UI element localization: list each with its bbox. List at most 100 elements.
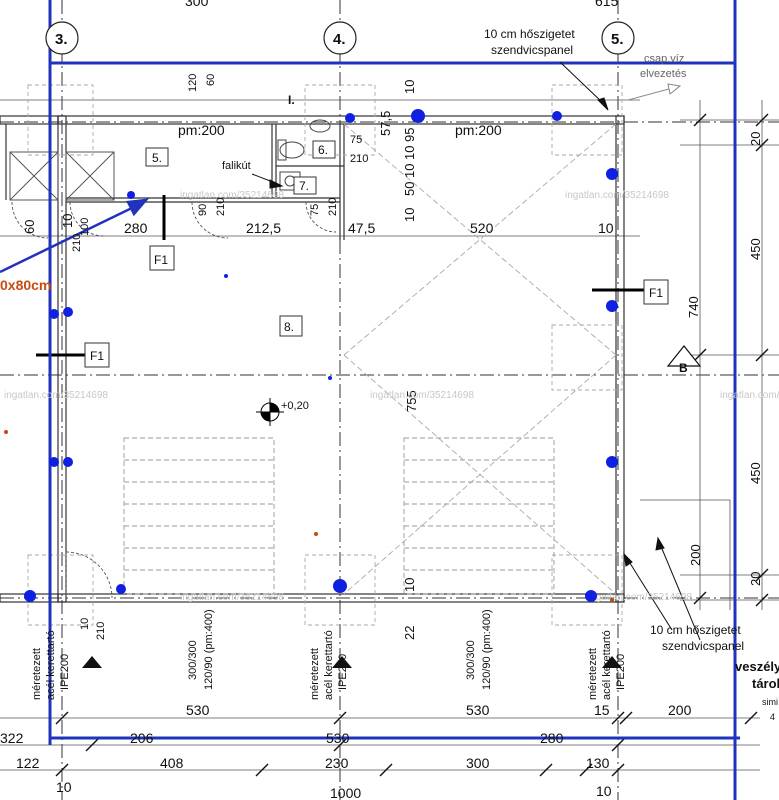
dim-740: 740	[686, 296, 701, 318]
row1-200: 200	[668, 702, 692, 718]
watermark-6: ingatlan.com/35214698	[180, 592, 284, 603]
watermark-3: ingatlan.com/35214698	[4, 390, 108, 401]
shower-trays	[9, 151, 115, 201]
room-6-label: 6.	[318, 143, 328, 157]
row3-408: 408	[160, 755, 184, 771]
axis-bubbles	[45, 21, 635, 55]
blue-dots	[24, 109, 618, 602]
dim-210d: 210	[327, 198, 339, 216]
leader-lines	[251, 61, 701, 641]
top-left-dim: 300	[185, 0, 209, 9]
section-f1-left: F1	[90, 349, 104, 363]
level-label: +0,20	[281, 400, 309, 412]
orange-dots	[4, 430, 614, 602]
beam-left-2: acél kerettartó	[45, 630, 57, 700]
opening1-b: 120/90 (pm:400)	[203, 609, 215, 690]
blue-arrows	[0, 198, 150, 274]
pipe-arrow	[627, 83, 682, 101]
beam-left-3: IPE200	[59, 654, 71, 690]
section-f1-mid: F1	[154, 253, 168, 267]
pipe-line1: csap.víz	[644, 53, 684, 65]
dim-100: 100	[79, 218, 91, 236]
opening2-b: 120/90 (pm:400)	[481, 609, 493, 690]
dim-60-left: 60	[22, 220, 37, 234]
axis-label-4: 4.	[333, 31, 346, 48]
row2-206: 206	[130, 730, 154, 746]
dim-75a: 75	[350, 134, 362, 146]
opening1-a: 300/300	[187, 640, 199, 680]
pm-left: pm:200	[178, 122, 225, 138]
dim-520: 520	[470, 220, 494, 236]
dim-20-bottom: 20	[748, 572, 763, 586]
room-5-label: 5.	[152, 151, 162, 165]
room-8-label: 8.	[284, 320, 294, 334]
room-7-label: 7.	[299, 179, 309, 193]
row4-10b: 10	[596, 783, 612, 799]
beam-mid-2: acél kerettartó	[323, 630, 335, 700]
stair-mark: I.	[288, 93, 295, 107]
hazard-line1: veszély	[735, 659, 779, 674]
dim-90: 90	[197, 204, 209, 216]
beam-mid-1: méretezett	[309, 648, 321, 700]
column-outlines	[27, 84, 623, 626]
dim-280-room: 280	[124, 220, 148, 236]
room-label-boxes	[84, 140, 669, 368]
opening2-a: 300/300	[465, 640, 477, 680]
watermark-1: ingatlan.com/35214698	[180, 190, 284, 201]
door-swings	[11, 201, 337, 599]
hazard-line2: tárol	[752, 676, 779, 691]
falikut-label: falikút	[222, 160, 251, 172]
beam-mid-3: IPE200	[337, 654, 349, 690]
dim-450-top: 450	[748, 238, 763, 260]
dim-75b: 75	[309, 204, 321, 216]
beam-right-3: IPE200	[615, 654, 627, 690]
dim-10c: 10	[402, 164, 417, 178]
dim-210-door: 210	[95, 622, 107, 640]
walls	[0, 115, 625, 603]
blue-outline	[48, 0, 740, 800]
row1-530b: 530	[466, 702, 490, 718]
panel-top-line1: 10 cm hőszigetet	[484, 27, 575, 41]
beam-left-1: méretezett	[31, 648, 43, 700]
panel-bottom-line1: 10 cm hőszigetet	[650, 623, 741, 637]
section-marker-b	[666, 345, 702, 367]
pm-right: pm:200	[455, 122, 502, 138]
dim-10-f: 10	[402, 578, 417, 592]
dim-200-v: 200	[688, 544, 703, 566]
dim-210a: 210	[350, 153, 368, 165]
dim-22: 22	[402, 626, 417, 640]
dim-57-5: 57,5	[378, 111, 393, 136]
dim-95: 95	[402, 128, 417, 142]
dim-10b: 10	[402, 146, 417, 160]
opening-triangles	[82, 656, 622, 668]
dim-20-top: 20	[748, 132, 763, 146]
section-f1-right: F1	[649, 286, 663, 300]
dim-47-5: 47,5	[348, 220, 375, 236]
row1-530a: 530	[186, 702, 210, 718]
dim-10-door: 10	[79, 618, 91, 630]
dimension-ticks	[55, 113, 769, 777]
dim-450-bottom: 450	[748, 462, 763, 484]
dim-10-e: 10	[598, 220, 614, 236]
dim-60: 60	[205, 74, 217, 86]
row3-300: 300	[466, 755, 490, 771]
section-lines	[36, 195, 644, 357]
row3-122: 122	[16, 755, 40, 771]
dim-10-left: 10	[60, 214, 75, 228]
pipe-line2: elvezetés	[640, 68, 687, 80]
section-label-b: B	[679, 361, 688, 375]
panel-top-line2: szendvicspanel	[491, 43, 573, 57]
watermark-7: ingatlan.com/35214698	[588, 592, 692, 603]
dim-210b: 210	[71, 234, 83, 252]
row2-530: 530	[326, 730, 350, 746]
cross-brace-lines	[343, 123, 617, 595]
row1-15: 15	[594, 702, 610, 718]
axis-label-3: 3.	[55, 31, 68, 48]
row4-1000: 1000	[330, 785, 361, 800]
dim-10d: 10	[402, 208, 417, 222]
axis-label-5: 5.	[611, 31, 624, 48]
watermark-2: ingatlan.com/35214698	[565, 190, 669, 201]
hazard-line3: simi	[762, 697, 778, 707]
row3-130: 130	[586, 755, 610, 771]
